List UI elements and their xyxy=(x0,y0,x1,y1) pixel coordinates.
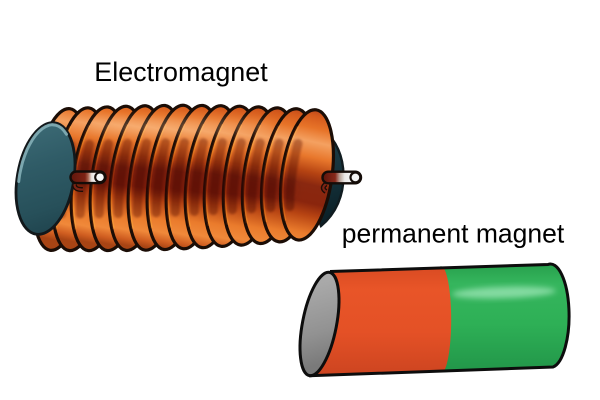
svg-text:permanent magnet: permanent magnet xyxy=(342,218,565,248)
svg-text:Electromagnet: Electromagnet xyxy=(94,57,268,87)
